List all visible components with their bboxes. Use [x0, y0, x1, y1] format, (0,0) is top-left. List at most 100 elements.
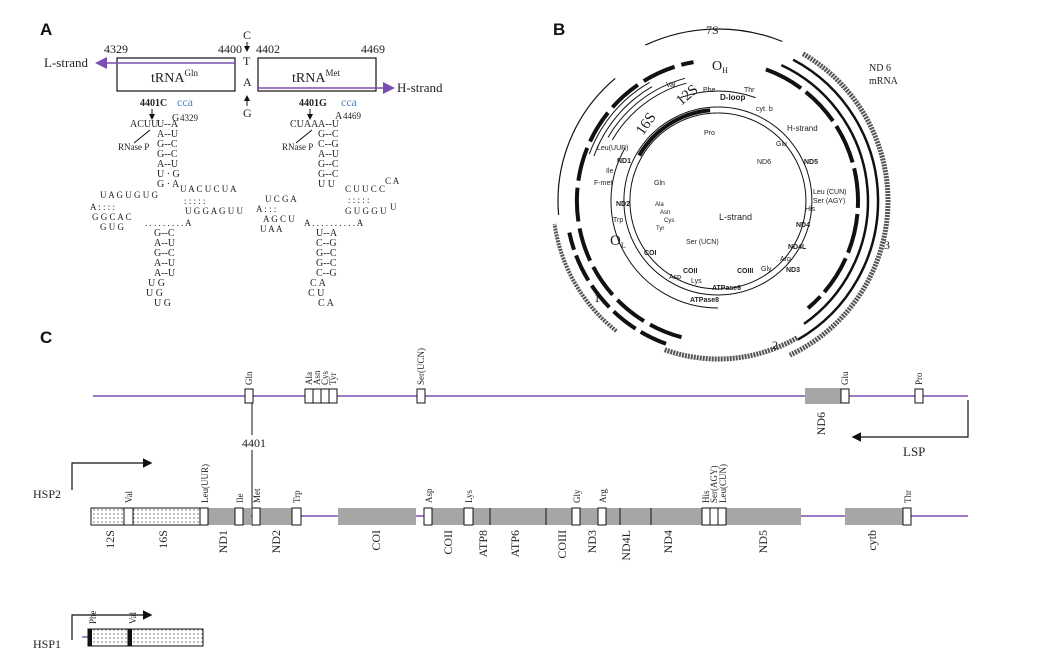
transcript-3-arc: [788, 51, 891, 358]
gene-label-nd4l: ND4L: [619, 530, 633, 561]
svg-text:G--C: G--C: [316, 248, 337, 259]
label-gly: Gly: [761, 266, 772, 273]
top-trna-glu: Glu: [840, 371, 850, 385]
mutation-4401c: 4401C: [140, 98, 167, 109]
mid-trna-met: Met: [252, 488, 262, 503]
svg-text:G--C: G--C: [318, 129, 339, 140]
svg-text:G--C: G--C: [318, 159, 339, 170]
label-coiii: COIII: [737, 268, 753, 275]
label-hstrand: H-strand: [787, 124, 818, 133]
svg-text:U · G: U · G: [157, 169, 180, 180]
genome-inner-ring: [629, 112, 807, 290]
hstrand-label: H-strand: [397, 80, 443, 95]
trna-trp-box: [291, 507, 302, 526]
trna-leu-uur-box: [199, 507, 209, 526]
svg-text:G U G G U: G U G G U: [345, 206, 387, 216]
top-trna-boxes: [244, 388, 924, 404]
mid-trna-his: His: [701, 490, 711, 503]
trna-met-cloverleaf: 4401G cca CUAA A 4469 A--U G--C C--G A--…: [256, 95, 400, 309]
rrna-outer-1: [611, 82, 687, 141]
label-nd4: ND4: [796, 222, 810, 229]
trna-met-box-c: [251, 507, 261, 526]
cca-left: cca: [177, 95, 194, 109]
mid-trna-boxes: [123, 507, 912, 526]
panel-a-letter: A: [40, 20, 52, 39]
gene-coii: [432, 508, 464, 525]
svg-text:U A G U G U G: U A G U G U G: [100, 190, 159, 200]
trna-thr-box: [902, 507, 912, 526]
svg-text:: : : : :: : : : : :: [184, 196, 206, 206]
svg-text:A--U: A--U: [154, 258, 176, 269]
label-arg: Arg: [780, 256, 791, 263]
svg-text:G--C: G--C: [154, 228, 175, 239]
svg-text:C U: C U: [308, 288, 325, 299]
gene-label-coi: COI: [369, 530, 383, 551]
gene-label-coii: COII: [441, 530, 455, 555]
svg-text:G G C A C: G G C A C: [92, 212, 132, 222]
svg-text:G--C: G--C: [318, 169, 339, 180]
svg-text:U A C U C U A: U A C U C U A: [180, 184, 237, 194]
cca-right: cca: [341, 95, 358, 109]
rrna-outer-4: [588, 81, 650, 155]
svg-text:G--C: G--C: [316, 258, 337, 269]
cuaa-right: CUAA: [290, 119, 319, 130]
top-trna-labels: Gln Ala Asn Cys Tyr Ser(UCN) Glu Pro: [244, 348, 924, 385]
svg-text:U--A: U--A: [157, 119, 179, 130]
top-trna-tyr: Tyr: [328, 373, 338, 385]
rrna-outer-2: [607, 77, 686, 138]
transcript-2-label: 2: [772, 338, 778, 352]
label-lys: Lys: [691, 278, 702, 285]
l-transcript-inner: [610, 147, 719, 309]
label-nd6: ND6: [757, 159, 771, 166]
acuu-left: ACUU: [130, 119, 159, 130]
label-ile: Ile: [606, 168, 614, 175]
svg-text:A--U: A--U: [157, 129, 179, 140]
mid-trna-ser-agy: Ser(AGY): [709, 466, 719, 504]
rrna-outer-3: [593, 86, 653, 157]
label-atp8: ATPase8: [690, 297, 719, 304]
transcript-left-b: [567, 232, 667, 346]
label-cys: Cys: [664, 218, 674, 224]
svg-text:A--U: A--U: [154, 238, 176, 249]
svg-text:. . . . . . . . . A: . . . . . . . . . A: [145, 218, 192, 228]
panel-a: A 4329 4400 4402 4469 L-strand H-strand …: [40, 20, 443, 309]
pos-4329: 4329: [104, 42, 128, 56]
trna-met-label: tRNAMet: [292, 68, 340, 86]
svg-text:U--A: U--A: [316, 228, 338, 239]
mid-trna-val: Val: [124, 491, 134, 503]
hsp1-16s-block: [127, 628, 204, 647]
svg-text:A . . . . . . . . . . A: A . . . . . . . . . . A: [304, 218, 364, 228]
label-ala: Ala: [655, 202, 664, 208]
mid-trna-arg: Arg: [598, 489, 608, 503]
label-tyr: Tyr: [656, 226, 664, 232]
gene-atp8-to-nd5: [473, 508, 801, 525]
pos-4402: 4402: [256, 42, 280, 56]
pos-4401: 4401: [242, 436, 266, 450]
label-val: Val: [666, 82, 676, 89]
mid-trna-asp: Asp: [424, 488, 434, 503]
hsp1-phe-box: [88, 629, 92, 646]
top-trna-ser-ucn: Ser(UCN): [416, 348, 426, 385]
trna-gln-cloverleaf: 4401C cca ACUU G 4329 U--A A--U G--C G--…: [90, 95, 244, 309]
gene-label-atp8: ATP8: [476, 530, 490, 557]
transcript-1-label: 1: [594, 291, 600, 305]
svg-text:G--C: G--C: [154, 248, 175, 259]
trna-met-box: [257, 57, 377, 92]
svg-text:A : : : :: A : : : :: [90, 202, 115, 212]
gene-label-atp6: ATP6: [508, 530, 522, 557]
transcript-nd6-c: [792, 58, 880, 341]
mid-trna-ile: Ile: [235, 494, 245, 504]
label-lstrand: L-strand: [719, 212, 752, 222]
trna-leu-cun-box: [717, 507, 727, 526]
gene-label-nd3: ND3: [585, 530, 599, 553]
trna-ile-box: [234, 507, 244, 526]
transcript-3-label: 3: [884, 238, 890, 252]
top-trna-cys: Cys: [320, 370, 330, 385]
gene-label-nd1: ND1: [216, 530, 230, 553]
svg-text:C--G: C--G: [316, 238, 337, 249]
svg-text:U U: U U: [318, 179, 336, 190]
hsp1-label: HSP1: [33, 637, 61, 651]
top-trna-pro: Pro: [914, 372, 924, 385]
svg-text:C--G: C--G: [316, 268, 337, 279]
